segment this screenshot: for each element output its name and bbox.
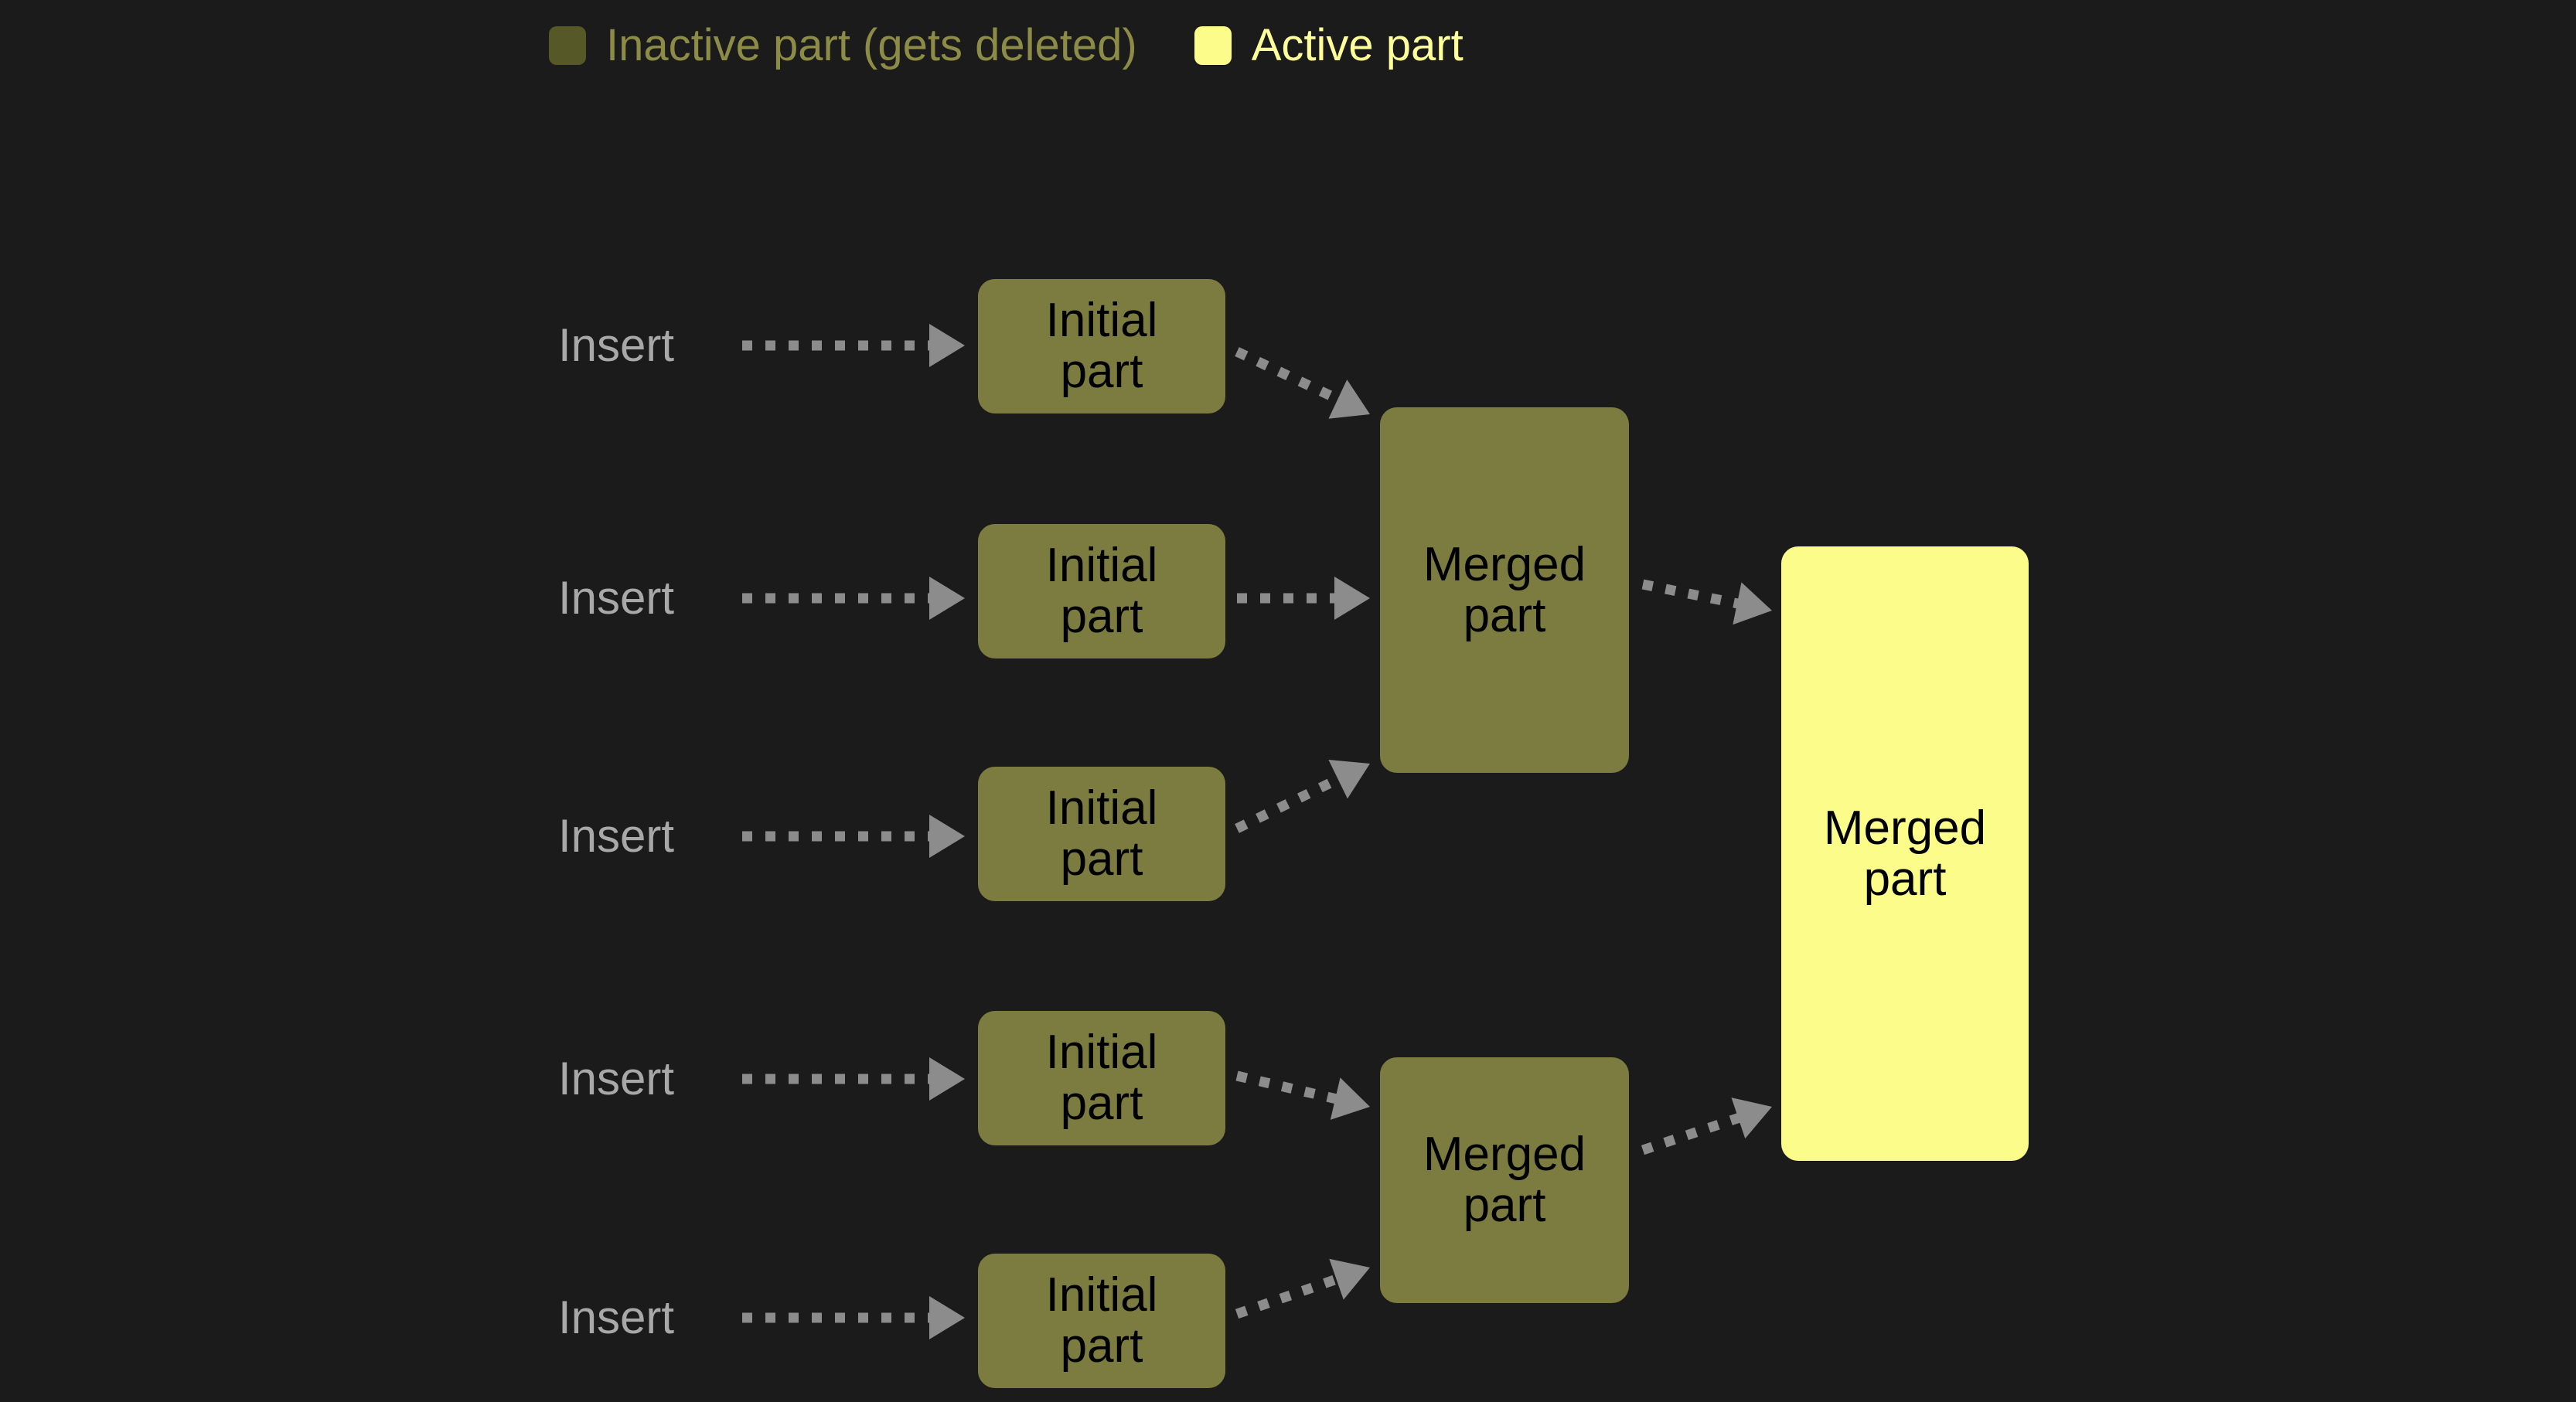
node-label-line1: Merged [1423, 1128, 1586, 1182]
arrowhead-icon [929, 577, 965, 620]
node-label-line2: part [1060, 1319, 1143, 1373]
edge-initial-4-to-merged-2 [1235, 1070, 1370, 1120]
node-label-line2: part [1060, 832, 1143, 886]
node-label-line2: part [1060, 1077, 1143, 1130]
arrowhead-icon [1731, 1097, 1772, 1139]
edge-initial-2-to-merged-1 [1237, 577, 1370, 620]
node-label-line1: Initial [1045, 781, 1158, 835]
edge-insert-5-to-initial-5 [742, 1296, 965, 1339]
node-label-line2: part [1463, 588, 1546, 642]
insert-label-4: Insert [558, 1053, 675, 1104]
edge-insert-4-to-initial-4 [742, 1057, 965, 1101]
edge-merged-2-to-merged-active [1641, 1097, 1772, 1155]
insert-label-3: Insert [558, 810, 675, 862]
edge-merged-1-to-merged-active [1641, 579, 1772, 625]
node-label-line1: Initial [1045, 1026, 1158, 1080]
legend-item-active: Active part [1194, 23, 1463, 68]
legend-label-active: Active part [1251, 20, 1463, 70]
node-label-line2: part [1060, 590, 1143, 643]
edge-insert-1-to-initial-1 [742, 324, 965, 367]
legend-item-inactive: Inactive part (gets deleted) [549, 23, 1137, 68]
edge-initial-5-to-merged-2 [1235, 1258, 1370, 1319]
arrowhead-icon [929, 324, 965, 367]
legend: Inactive part (gets deleted) Active part [549, 23, 1463, 68]
node-label-line1: Initial [1045, 539, 1158, 593]
arrowhead-icon [929, 815, 965, 858]
node-label-line1: Initial [1045, 1268, 1158, 1322]
edge-line [1235, 1070, 1340, 1104]
arrowhead-icon [1733, 582, 1772, 625]
node-label-line1: Merged [1423, 537, 1586, 591]
edge-insert-3-to-initial-3 [742, 815, 965, 858]
arrowhead-icon [929, 1057, 965, 1101]
edge-insert-2-to-initial-2 [742, 577, 965, 620]
arrowhead-icon [1330, 1077, 1370, 1120]
edge-initial-3-to-merged-1 [1235, 760, 1370, 833]
edge-line [1235, 773, 1344, 833]
insert-label-5: Insert [558, 1291, 675, 1343]
edge-line [1641, 1112, 1743, 1155]
arrowhead-icon [1328, 379, 1370, 419]
arrowhead-icon [1334, 577, 1370, 620]
arrowhead-icon [1328, 760, 1370, 799]
node-label-line2: part [1060, 345, 1143, 398]
arrowhead-icon [929, 1296, 965, 1339]
node-label-line2: part [1863, 852, 1947, 906]
node-label-line1: Merged [1823, 801, 1987, 855]
legend-label-inactive: Inactive part (gets deleted) [606, 20, 1137, 70]
edge-line [1235, 347, 1343, 405]
edge-line [1641, 579, 1742, 609]
edge-initial-1-to-merged-1 [1235, 347, 1370, 419]
node-label-line2: part [1463, 1179, 1546, 1232]
edge-line [1235, 1273, 1341, 1319]
active-part-swatch-icon [1194, 26, 1232, 65]
insert-label-2: Insert [558, 572, 675, 624]
node-label-line1: Initial [1045, 294, 1158, 348]
arrowhead-icon [1329, 1258, 1370, 1300]
inactive-part-swatch-icon [549, 26, 586, 65]
insert-label-1: Insert [558, 319, 675, 371]
